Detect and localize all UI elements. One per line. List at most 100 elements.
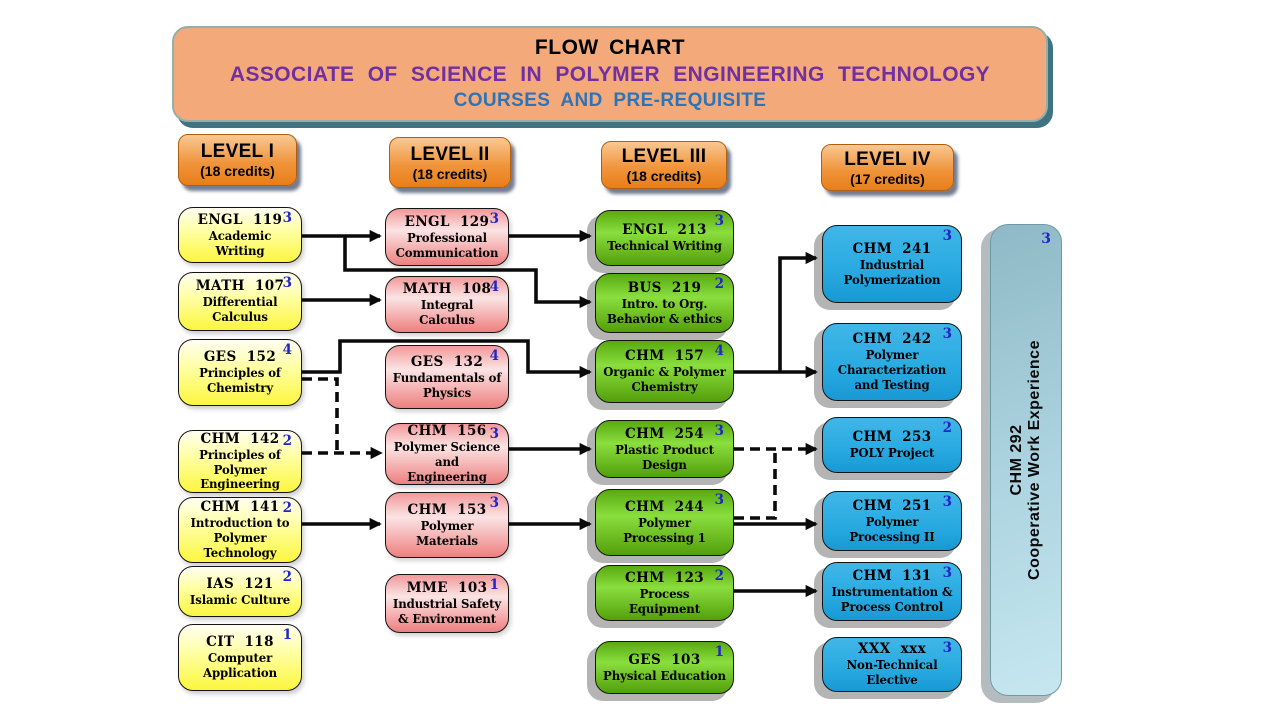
arrow-chm-244-to-chm-253 [734,449,777,520]
course-name-line: Introduction to [190,516,290,531]
course-name-line: Computer [207,651,273,666]
course-code: CHM 251 [852,497,932,514]
course-code: CHM 244 [624,499,705,516]
course-code: ENGL 213 [622,222,707,239]
course-name-line: Principles of [199,447,281,462]
course-code: CHM 141 [200,499,280,516]
credit-badge: 3 [1041,231,1051,247]
course-name-line: Plastic Product [615,442,714,457]
credit-badge: 2 [942,420,952,436]
course-name-line: Processing II [849,529,935,544]
course-name-line: Fundamentals of [392,370,502,385]
arrow-chm-157-to-chm-241 [778,251,818,372]
credit-badge: 3 [942,228,952,244]
course-name-line: Design [642,457,687,472]
course-code: CIT 118 [206,634,274,651]
level-credits: (17 credits) [850,170,925,187]
arrow-ges-152-to-chm-156 [302,377,339,453]
level-credits: (18 credits) [200,163,275,179]
course-name-line: Polymer [420,518,474,533]
course-name-line: Behavior & ethics [606,311,723,326]
course-name-line: POLY Project [849,446,935,461]
credit-badge: 3 [282,210,292,226]
course-name-line: Non-Technical [846,658,938,673]
course-code: CHM 142 [200,430,280,447]
course-name-line: Engineering [407,469,487,484]
level-header-level-iii: LEVEL III(18 credits) [601,141,727,189]
course-code: MME 103 [406,580,488,597]
course-name-line: Technical Writing [607,239,722,254]
level-header-level-ii: LEVEL II(18 credits) [389,137,511,188]
course-name-line: Islamic Culture [189,592,291,607]
credit-badge: 4 [282,342,292,358]
credit-badge: 1 [489,577,499,593]
course-code: CHM 156 [407,423,487,440]
course-code: CHM 253 [852,429,932,446]
course-code: MATH 107 [195,278,285,295]
course-code: GES 103 [628,651,701,668]
course-name-line: Polymer Engineering [200,462,280,492]
course-name-line: Academic Writing [208,228,272,258]
course-code: GES 132 [410,353,484,370]
credit-badge: 3 [489,211,499,227]
course-name-line: Elective [866,673,918,687]
course-code: CHM 123 [624,569,705,586]
course-code: CHM 131 [852,568,932,585]
course-name-line: Professional [407,230,487,245]
credit-badge: 2 [282,569,292,585]
credit-badge: 3 [942,494,952,510]
credit-badge: 3 [942,565,952,581]
course-code: XXX xxx [857,641,927,658]
credit-badge: 1 [282,627,292,643]
course-code: MATH 108 [402,281,492,298]
credit-badge: 2 [714,276,724,292]
course-name-line: & Environment [397,612,497,626]
course-name-line: Processing 1 [623,531,706,545]
credit-badge: 4 [489,279,499,295]
course-name-line: Equipment [629,601,700,616]
credit-badge: 2 [714,568,724,584]
course-name-line: Process [639,586,690,601]
credit-badge: 3 [942,640,952,656]
credit-badge: 3 [282,275,292,291]
course-code: CHM 241 [852,240,932,257]
title-line-program: ASSOCIATE OF SCIENCE IN POLYMER ENGINEER… [229,63,991,86]
course-name-line: Polymer Science and [393,440,501,470]
course-name-line: Chemistry [631,380,698,394]
level-name: LEVEL III [621,146,707,167]
course-code: CHM 153 [407,501,487,518]
credit-badge: 4 [489,348,499,364]
course-name-line: Principles of [199,366,281,381]
course-code: GES 152 [203,349,277,366]
coop-course-code: CHM 292 [1008,424,1025,496]
course-name-line: and Testing [854,377,930,392]
course-name-line: Polymer [638,516,691,531]
level-header-level-i: LEVEL I(18 credits) [178,134,297,186]
credit-badge: 3 [714,492,724,508]
course-name-line: Polymer [865,348,919,363]
credit-badge: 2 [282,433,292,449]
coop-work-experience-bar: 3 CHM 292 Cooperative Work Experience [990,224,1062,696]
course-name-line: Physics [422,385,472,400]
credit-badge: 1 [714,644,724,660]
level-header-level-iv: LEVEL IV(17 credits) [821,144,954,191]
course-code: ENGL 119 [197,211,283,228]
